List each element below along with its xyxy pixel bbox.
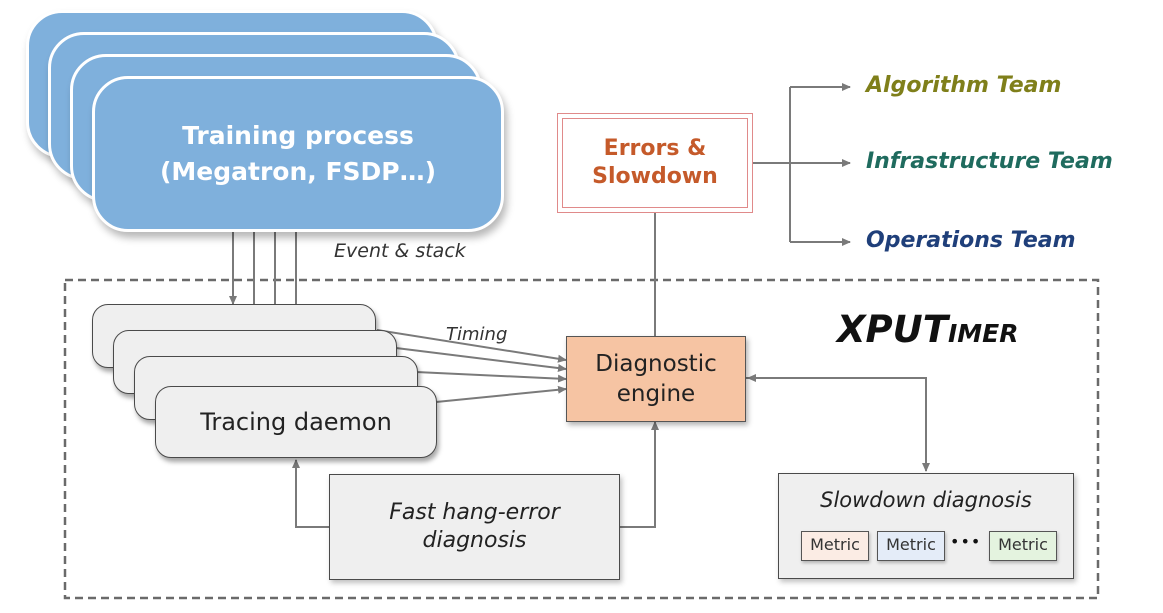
timing-label: Timing [446, 324, 508, 345]
xputimer-title-main: XPUT [837, 308, 948, 351]
errors-line1: Errors & [603, 136, 707, 161]
xputimer-title: XPUTIMER [837, 308, 1018, 351]
engine-line2: engine [616, 381, 696, 407]
metric-box-1: Metric [801, 531, 869, 561]
event-stack-label: Event & stack [334, 240, 466, 262]
training-title: Training process [182, 121, 414, 150]
engine-slowdown-arrow [746, 374, 930, 472]
metric-box-2: Metric [877, 531, 945, 561]
xputimer-boundary [63, 278, 1100, 600]
team-routing-arrows [753, 83, 851, 246]
team-infrastructure: Infrastructure Team [866, 149, 1113, 174]
team-algorithm: Algorithm Team [866, 73, 1062, 98]
diagnostic-engine-box: Diagnostic engine [566, 336, 746, 422]
xputimer-title-small: IMER [947, 319, 1019, 348]
slowdown-label: Slowdown diagnosis [820, 488, 1032, 512]
errors-line2: Slowdown [592, 164, 718, 189]
fast-hang-arrows [292, 421, 659, 528]
fast-hang-line1: Fast hang-error [389, 500, 560, 525]
training-subtitle: (Megatron, FSDP…) [159, 157, 437, 186]
engine-line1: Diagnostic [595, 351, 717, 377]
metric-ellipsis: ••• [950, 532, 982, 551]
team-operations: Operations Team [866, 228, 1076, 253]
errors-slowdown-box: Errors & Slowdown [557, 113, 753, 213]
fast-hang-box: Fast hang-error diagnosis [329, 474, 620, 580]
training-process-box: Training process (Megatron, FSDP…) [92, 76, 504, 232]
fast-hang-line2: diagnosis [422, 528, 527, 553]
metric-box-3: Metric [989, 531, 1057, 561]
tracing-daemon-box: Tracing daemon [155, 386, 437, 458]
timing-arrows [376, 329, 567, 403]
tracing-daemon-label: Tracing daemon [200, 408, 392, 436]
slowdown-diagnosis-box: Slowdown diagnosis Metric Metric ••• Met… [778, 473, 1074, 579]
